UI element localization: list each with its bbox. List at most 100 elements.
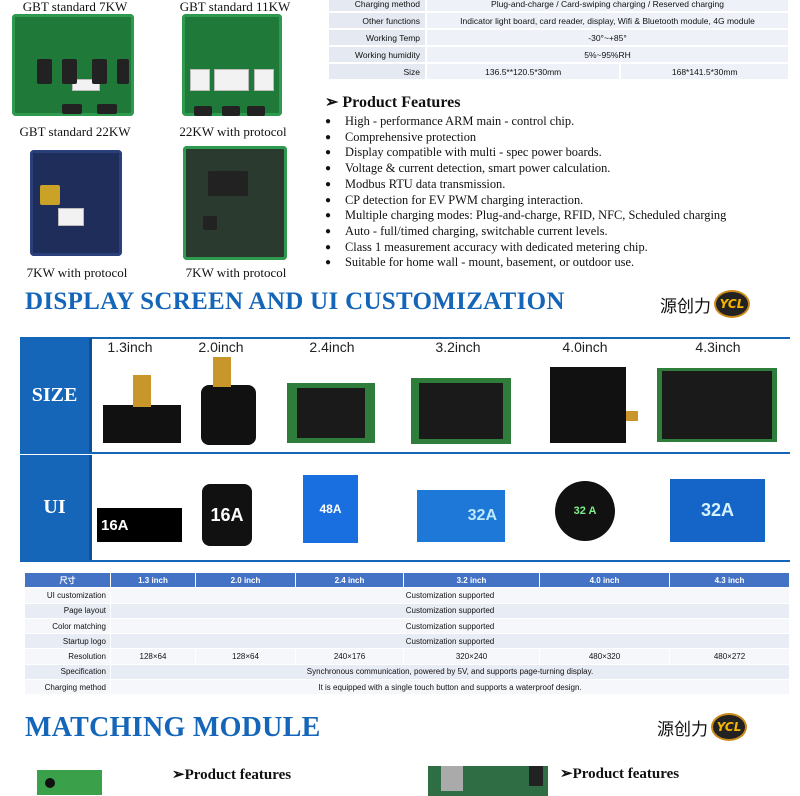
feature-item: Multiple charging modes: Plug-and-charge…: [325, 208, 726, 224]
size-3.2: 3.2inch: [435, 339, 481, 355]
row-label: Specification: [24, 663, 111, 681]
board-image-22kw-protocol: [182, 14, 282, 116]
size-1.3: 1.3inch: [107, 339, 153, 355]
header-cell: 尺寸: [24, 571, 111, 589]
arrow-icon: ➢: [325, 94, 343, 111]
cell: 128×64: [110, 648, 196, 665]
feature-item: CP detection for EV PWM charging interac…: [325, 193, 726, 209]
ui-label: UI: [20, 455, 92, 560]
header-cell: 2.4 inch: [295, 571, 404, 589]
row-value: Synchronous communication, powered by 5V…: [110, 663, 790, 681]
size-4.3: 4.3inch: [695, 339, 741, 355]
ui-sample-2.4: 48A: [303, 475, 358, 543]
cell: 240×176: [295, 648, 404, 665]
table-row: Working Temp-30°~+85°: [327, 28, 790, 47]
size-label: SIZE: [20, 338, 92, 452]
board-image-gbt-22kw: [12, 14, 134, 116]
product-features: ➢ Product Features High - performance AR…: [325, 92, 726, 271]
board-caption: 7KW with protocol: [185, 265, 287, 280]
cell: 480×320: [539, 648, 670, 665]
ui-sample-4.3: 32A: [670, 479, 765, 542]
feature-item: High - performance ARM main - control ch…: [325, 114, 726, 130]
logo-text: 源创力: [660, 296, 711, 317]
ui-sample-3.2: 32A: [417, 490, 505, 542]
arrow-icon: ➢: [560, 766, 573, 782]
feature-item: Class 1 measurement accuracy with dedica…: [325, 240, 726, 256]
row-value: Customization supported: [110, 617, 790, 635]
board-image-7kw-protocol-2: [183, 146, 287, 260]
screen-image-4.3: [657, 368, 777, 442]
header-cell: 4.0 inch: [539, 571, 670, 589]
feature-item: Suitable for home wall - mount, basement…: [325, 255, 726, 271]
divider: [20, 337, 790, 339]
row-label: Color matching: [24, 617, 111, 635]
module-features-title: ➢Product features: [172, 765, 291, 784]
ui-sample-1.3: 16A: [97, 508, 182, 542]
features-title: Product Features: [342, 94, 461, 111]
feature-item: Comprehensive protection: [325, 130, 726, 146]
cell: 320×240: [403, 648, 540, 665]
header-cell: 3.2 inch: [403, 571, 540, 589]
feature-item: Auto - full/timed charging, switchable c…: [325, 224, 726, 240]
size-4.0: 4.0inch: [562, 339, 608, 355]
section-title-display: DISPLAY SCREEN AND UI CUSTOMIZATION: [25, 288, 565, 315]
divider: [20, 560, 790, 562]
table-row: Resolution 128×64 128×64 240×176 320×240…: [24, 648, 790, 665]
screen-image-3.2: [411, 378, 511, 444]
module-features-title: ➢Product features: [560, 764, 679, 783]
row-value: 168*141.5*30mm: [619, 62, 790, 81]
row-value: 136.5**120.5*30mm: [424, 62, 622, 81]
row-label: UI customization: [24, 587, 111, 604]
screen-image-2.4: [287, 383, 375, 443]
logo-mark-icon: YCL: [711, 713, 747, 741]
board-caption: GBT standard 7KW: [22, 0, 128, 14]
board-caption: 22KW with protocol: [179, 124, 287, 139]
module-image-rfid: [37, 770, 102, 795]
ui-sample-2.0: 16A: [202, 484, 252, 546]
board-caption: GBT standard 22KW: [19, 124, 131, 139]
screen-image-4.0: [550, 367, 638, 443]
table-header-row: 尺寸 1.3 inch 2.0 inch 2.4 inch 3.2 inch 4…: [24, 571, 790, 589]
features-title: Product features: [572, 766, 680, 782]
size-2.4: 2.4inch: [309, 339, 355, 355]
section-title-matching: MATCHING MODULE: [25, 712, 321, 743]
ui-sample-4.0: 32 A: [555, 481, 615, 541]
logo-mark-icon: YCL: [714, 290, 750, 318]
row-value: Customization supported: [110, 602, 790, 619]
module-image-board: [428, 766, 548, 796]
board-caption: GBT standard 11KW: [179, 0, 291, 14]
row-value: 5%~95%RH: [425, 45, 790, 64]
logo-text: 源创力: [657, 719, 708, 740]
screen-image-1.3: [103, 375, 181, 443]
row-label: Page layout: [24, 602, 111, 619]
row-label: Size: [327, 62, 427, 81]
header-cell: 2.0 inch: [195, 571, 296, 589]
row-label: Charging method: [327, 0, 427, 13]
feature-item: Voltage & current detection, smart power…: [325, 161, 726, 177]
cell: 128×64: [195, 648, 296, 665]
cell: 480×272: [669, 648, 790, 665]
row-label: Working Temp: [327, 28, 427, 47]
row-value: Indicator light board, card reader, disp…: [425, 11, 790, 30]
feature-item: Modbus RTU data transmission.: [325, 177, 726, 193]
row-value: Customization supported: [110, 633, 790, 650]
row-value: It is equipped with a single touch butto…: [110, 679, 790, 696]
row-label: Charging method: [24, 679, 111, 696]
header-cell: 4.3 inch: [669, 571, 790, 589]
size-2.0: 2.0inch: [198, 339, 244, 355]
display-spec-table: 尺寸 1.3 inch 2.0 inch 2.4 inch 3.2 inch 4…: [24, 571, 790, 696]
row-value: Plug-and-charge / Card-swiping charging …: [425, 0, 790, 13]
divider: [20, 452, 790, 454]
arrow-icon: ➢: [172, 767, 185, 783]
